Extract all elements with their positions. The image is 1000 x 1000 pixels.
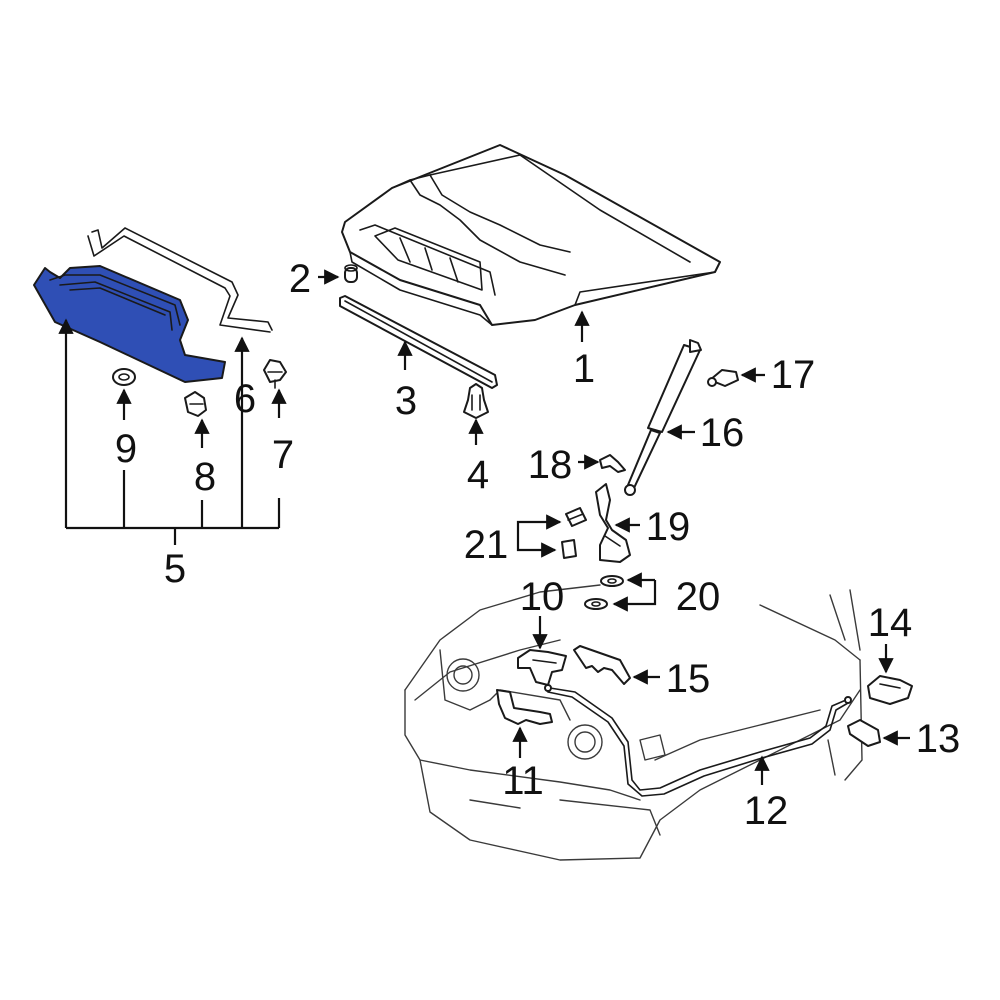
part-19-hinge	[595, 483, 631, 563]
callout-8: 8	[194, 455, 216, 499]
callout-4: 4	[467, 453, 489, 497]
part-16-strut	[624, 339, 702, 496]
part-2-cushion	[344, 264, 358, 283]
part-7-fastener	[263, 359, 287, 389]
callout-5: 5	[164, 547, 186, 591]
part-1-hood	[341, 144, 721, 326]
callout-13: 13	[916, 717, 961, 761]
leader-lines	[58, 269, 910, 785]
callout-16: 16	[700, 411, 745, 455]
callout-7: 7	[272, 433, 294, 477]
callout-11: 11	[502, 759, 544, 803]
part-15-bracket	[573, 645, 631, 685]
part-6-rod	[87, 227, 273, 333]
callout-labels: 1 2 3 4 5 6 7 8 9 10 11 12 13 14 15 16 1…	[115, 257, 960, 833]
part-13-handle	[847, 719, 881, 747]
callout-12: 12	[744, 789, 789, 833]
part-14-lever	[867, 675, 913, 705]
callout-18: 18	[528, 443, 573, 487]
callout-17: 17	[771, 353, 816, 397]
vehicle-front-end	[404, 584, 863, 861]
part-4-clip	[463, 383, 489, 419]
part-9-grommet	[112, 368, 136, 386]
callout-3: 3	[395, 379, 417, 423]
callout-15: 15	[666, 657, 711, 701]
part-10-lock	[517, 649, 567, 686]
callout-2: 2	[289, 257, 311, 301]
callout-9: 9	[115, 427, 137, 471]
callout-10: 10	[520, 575, 565, 619]
callout-21: 21	[464, 523, 509, 567]
callout-1: 1	[573, 347, 595, 391]
part-5-insulator	[33, 265, 226, 383]
part-8-fastener	[184, 391, 207, 417]
callout-20: 20	[676, 575, 721, 619]
callout-6: 6	[234, 377, 256, 421]
callout-14: 14	[868, 601, 913, 645]
part-12-cable	[544, 684, 852, 797]
part-3-seal	[339, 295, 498, 389]
callout-19: 19	[646, 505, 691, 549]
part-17-ball-stud	[707, 369, 739, 387]
part-18-retainer	[599, 454, 626, 473]
part-20-washers	[584, 575, 624, 610]
part-21-bolts	[561, 507, 587, 559]
part-11-support	[496, 689, 553, 725]
